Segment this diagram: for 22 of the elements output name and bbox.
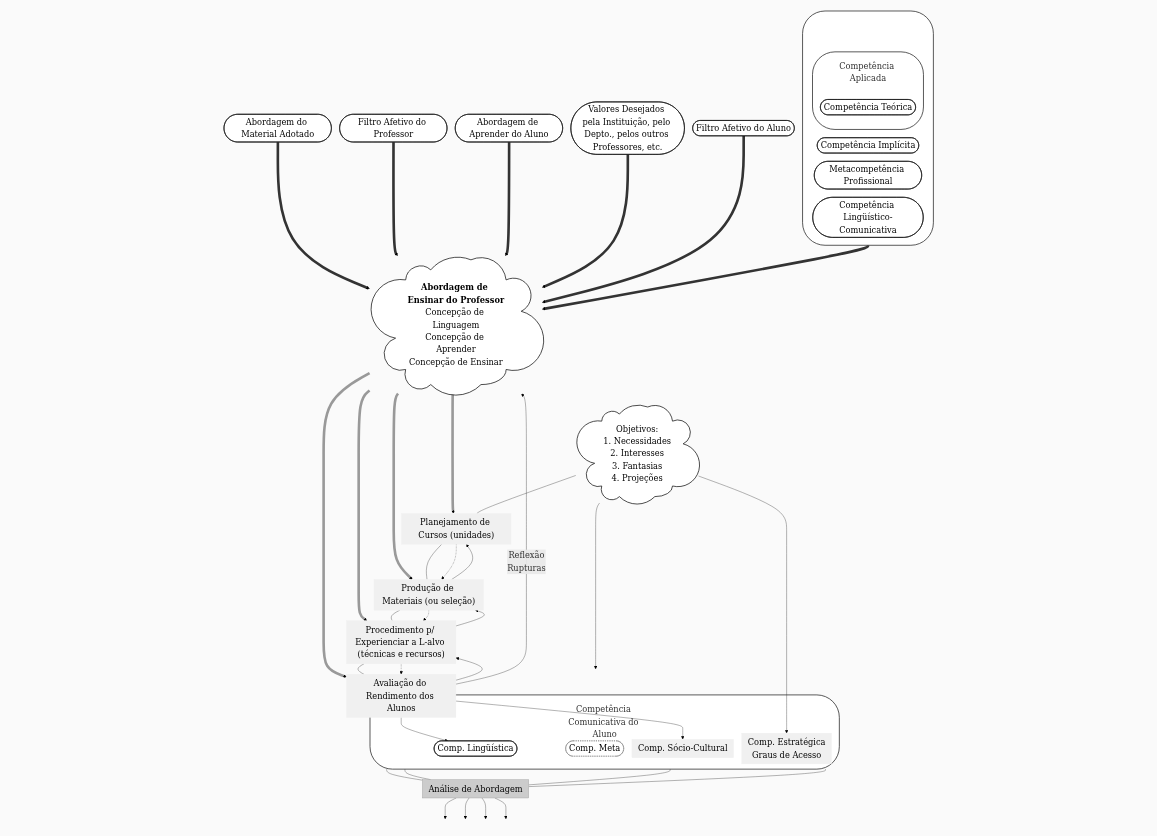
arrow (357, 389, 371, 621)
node-box: Planejamento de Cursos (unidades) (401, 513, 511, 545)
arrow (322, 371, 370, 678)
arrow (391, 142, 398, 256)
node-box: Comp. Estratégica Graus de Acesso (741, 732, 832, 765)
arrow (541, 244, 870, 311)
edge-label: Reflexão Rupturas (506, 550, 546, 573)
arrow (541, 154, 629, 289)
node-box: Avaliação do Rendimento dos Alunos (346, 674, 456, 718)
connector (528, 768, 671, 786)
cluster (802, 10, 934, 246)
node-box: Comp. Sócio-Cultural (631, 739, 734, 758)
node-box: Produção de Materiais (ou seleção) (373, 579, 484, 611)
node-box: Análise de Abordagem (422, 779, 529, 799)
arrow (541, 136, 745, 304)
node-box: Procedimento p/ Experienciar a L-alvo (técnicas e recursos) (346, 620, 456, 664)
connector (528, 768, 826, 787)
connector (386, 768, 423, 781)
arrow (451, 393, 455, 514)
arrow (504, 142, 511, 256)
arrow (392, 392, 413, 580)
arrow (276, 142, 370, 290)
